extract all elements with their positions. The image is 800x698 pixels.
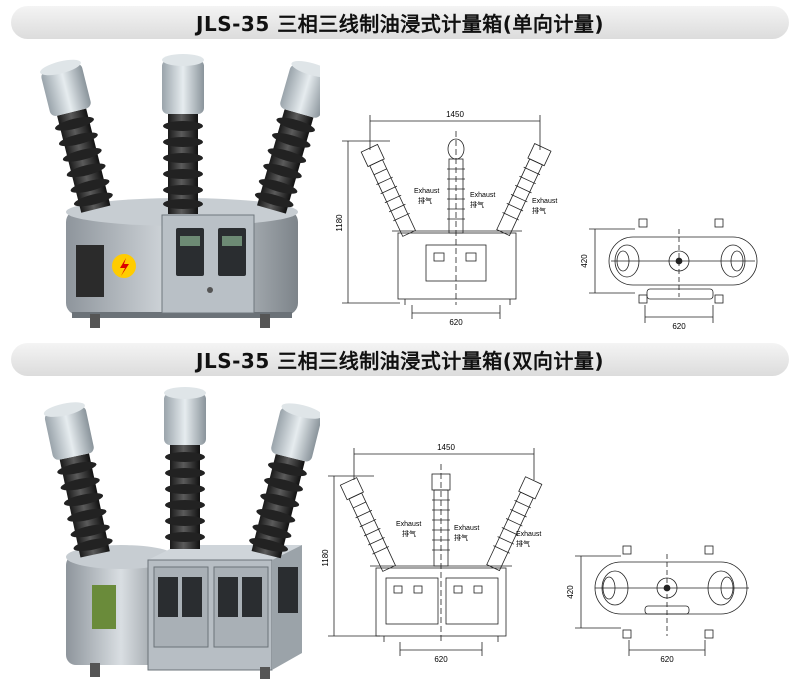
front-height-label-2: 1180	[321, 549, 330, 567]
top-height-label: 420	[580, 254, 589, 268]
exhaust-cn-label-2: 排气	[470, 200, 484, 209]
exhaust-cn-label-4: 排气	[402, 529, 416, 538]
exhaust-cn-label-3: 排气	[532, 206, 546, 215]
exhaust-cn-label-6: 排气	[516, 539, 530, 548]
top-view-drawing-single: 420 620	[580, 218, 758, 331]
front-height-label: 1180	[335, 214, 344, 232]
top-view-drawing-double: 420 620	[566, 545, 749, 664]
exhaust-label-6: Exhaust	[516, 531, 541, 538]
front-view-drawing-double: 1450 1180 620 Exhaust 排气 Exhaust 排气 Exha…	[321, 443, 543, 664]
front-base-label-2: 620	[434, 655, 448, 664]
front-width-label: 1450	[446, 110, 464, 119]
exhaust-label-2: Exhaust	[470, 192, 495, 199]
front-base-label: 620	[449, 318, 463, 327]
exhaust-cn-label-5: 排气	[454, 533, 468, 542]
section-2-title-banner: JLS-35 三相三线制油浸式计量箱(双向计量)	[11, 343, 789, 376]
product-photo-double	[43, 387, 320, 679]
exhaust-label-1: Exhaust	[414, 188, 439, 195]
section-1-title-banner: JLS-35 三相三线制油浸式计量箱(单向计量)	[11, 6, 789, 39]
top-height-label-2: 420	[566, 585, 575, 599]
product-photo-single	[40, 54, 320, 328]
section-1-title: JLS-35 三相三线制油浸式计量箱(单向计量)	[196, 12, 604, 36]
front-width-label-2: 1450	[437, 443, 455, 452]
front-view-drawing-single: 1450 1180 620 Exhaust 排气 Exhaust 排气 Exha…	[335, 110, 557, 327]
exhaust-cn-label-1: 排气	[418, 196, 432, 205]
top-base-label: 620	[672, 322, 686, 331]
exhaust-label-4: Exhaust	[396, 521, 421, 528]
exhaust-label-5: Exhaust	[454, 525, 479, 532]
top-base-label-2: 620	[660, 655, 674, 664]
exhaust-label-3: Exhaust	[532, 198, 557, 205]
section-2-title: JLS-35 三相三线制油浸式计量箱(双向计量)	[196, 349, 604, 373]
